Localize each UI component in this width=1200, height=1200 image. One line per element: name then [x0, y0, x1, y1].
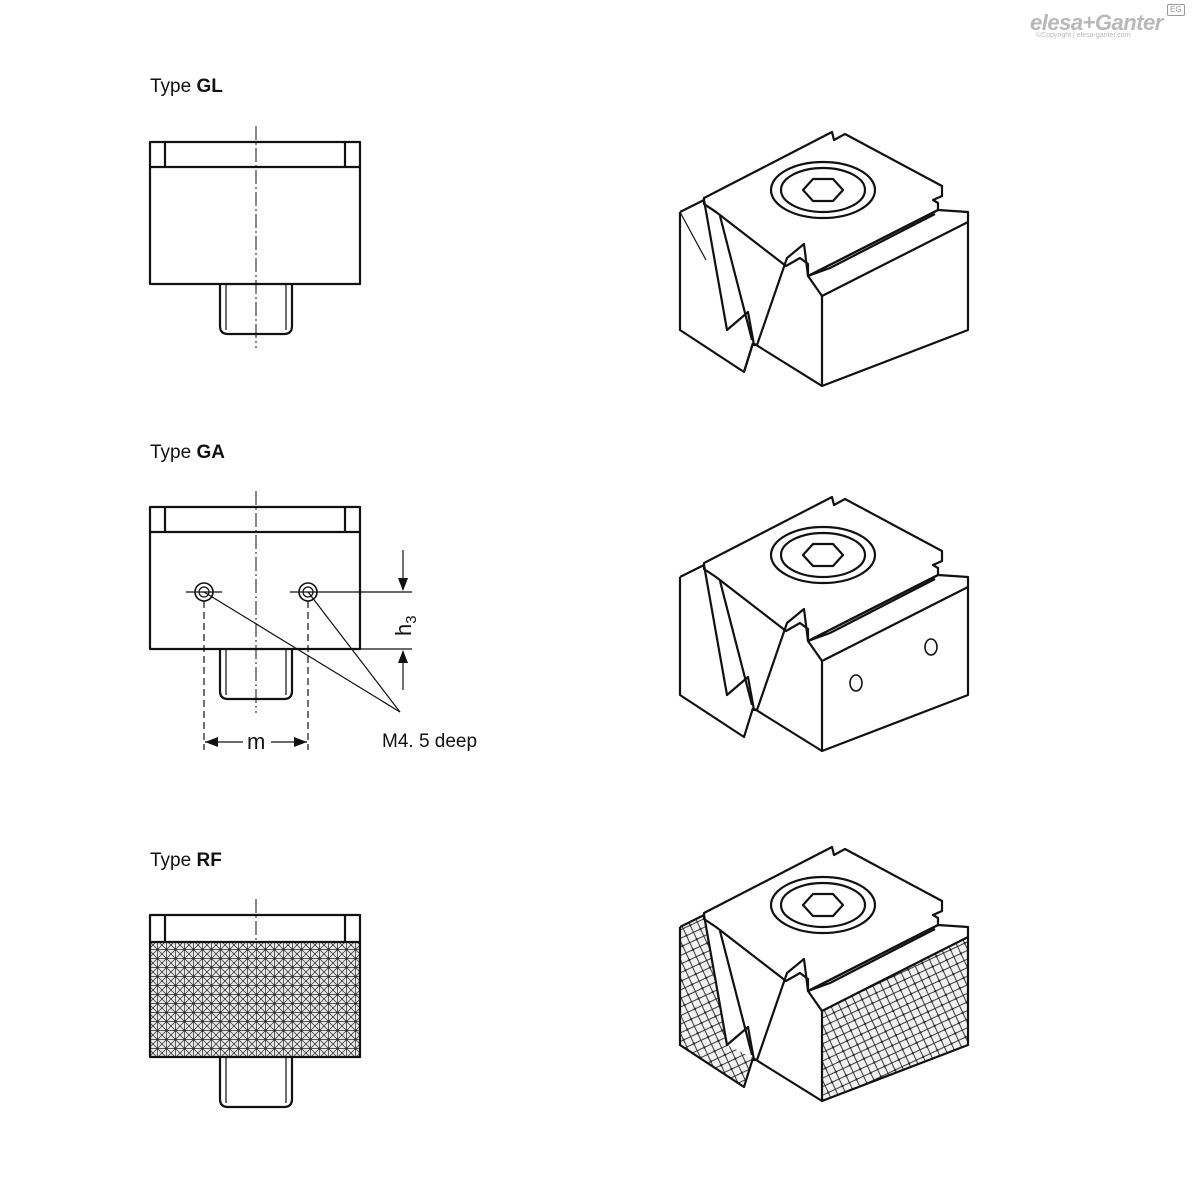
type-ga-code: GA [196, 442, 225, 463]
m4-note: M4. 5 deep [382, 731, 477, 752]
m-arrow-left [205, 737, 218, 747]
h3-subscript: 3 [403, 615, 420, 623]
type-gl-code: GL [196, 76, 223, 97]
gl-isometric-view [678, 130, 970, 388]
rf-front-view [148, 899, 362, 1109]
type-gl-label: Type GL [150, 76, 223, 98]
h3-dimension-arrows [398, 550, 408, 690]
elesa-ganter-logo: elesa+Ganter ©Copyright | elesa-ganter.c… [1030, 4, 1195, 42]
type-ga-label: Type GA [150, 442, 225, 464]
m-arrow-right [294, 737, 307, 747]
gl-front-view [148, 126, 362, 348]
type-gl-prefix: Type [150, 76, 197, 97]
ga-isometric-view [678, 495, 970, 753]
type-ga-prefix: Type [150, 442, 197, 463]
type-rf-label: Type RF [150, 850, 222, 872]
logo-badge: EG [1167, 4, 1185, 16]
ga-front-view: h3 m M4. 5 deep [148, 491, 477, 754]
type-rf-code: RF [196, 850, 222, 871]
logo-copyright: ©Copyright | elesa-ganter.com [1036, 32, 1131, 39]
rf-isometric-view [678, 845, 970, 1103]
h3-main: h [391, 624, 416, 636]
iso-hole-right [924, 638, 938, 656]
m-label: m [247, 729, 265, 754]
type-rf-prefix: Type [150, 850, 197, 871]
h3-label: h3 [391, 615, 420, 636]
logo-brand: elesa+Ganter [1030, 10, 1163, 35]
iso-hole-left [849, 674, 863, 692]
